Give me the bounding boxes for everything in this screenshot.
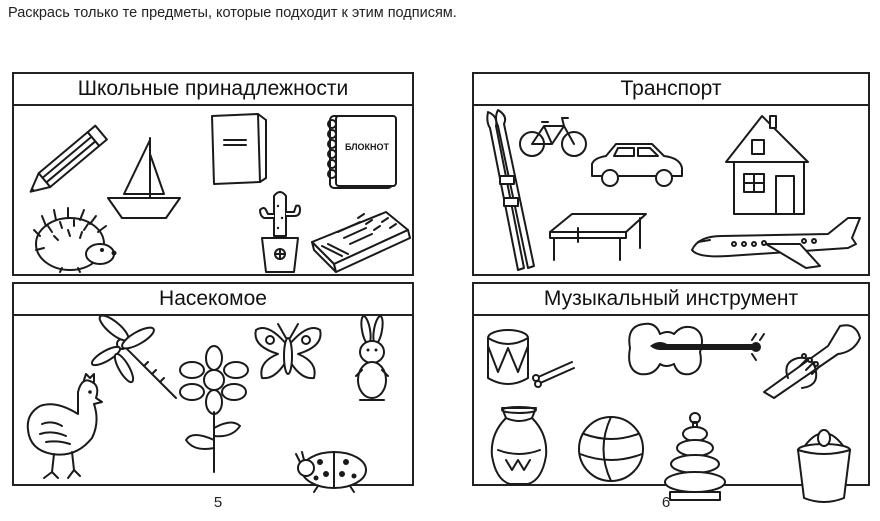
trumpet-icon[interactable] [758,318,862,399]
page-number-left: 5 [213,494,223,511]
bicycle-icon[interactable] [518,114,588,160]
airplane-icon[interactable] [688,214,864,276]
panel-title: Насекомое [14,284,412,316]
dragonfly-icon[interactable] [90,314,184,406]
skis-icon[interactable] [482,108,538,274]
panel-school-supplies: Школьные принадлежности [12,72,414,276]
panel-insect: Насекомое [12,282,414,493]
drum-icon[interactable] [480,326,576,392]
panel-title: Школьные принадлежности [14,74,412,106]
hedgehog-icon[interactable] [32,206,122,274]
cactus-icon[interactable] [256,186,304,276]
pencil-icon[interactable] [22,112,122,202]
panel-title: Транспорт [474,74,868,106]
flower-icon[interactable] [174,344,254,474]
hen-icon[interactable] [22,372,112,482]
violin-icon[interactable] [620,318,770,380]
rabbit-icon[interactable] [348,315,396,406]
pyramid-icon[interactable] [662,410,728,502]
vase-icon[interactable] [488,404,550,488]
panel-transport: Транспорт [472,72,870,276]
notepad-icon[interactable]: БЛОКНОТ [320,112,400,192]
panel-musical-instrument: Музыкальный инструмент [472,282,870,503]
ladybug-icon[interactable] [294,440,374,494]
notebook-icon[interactable] [208,112,274,186]
car-icon[interactable] [586,140,686,188]
bucket-icon[interactable] [792,426,856,504]
notepad-label: БЛОКНОТ [345,142,390,152]
house-icon[interactable] [722,110,814,220]
crayon-box-icon[interactable] [308,202,414,274]
table-icon[interactable] [546,208,650,264]
ball-icon[interactable] [576,414,646,484]
panel-title: Музыкальный инструмент [474,284,868,316]
page-number-right: 6 [661,494,671,511]
butterfly-icon[interactable] [248,318,328,394]
instruction-text: Раскрась только те предметы, которые под… [8,5,457,21]
sailboat-icon[interactable] [106,134,186,224]
